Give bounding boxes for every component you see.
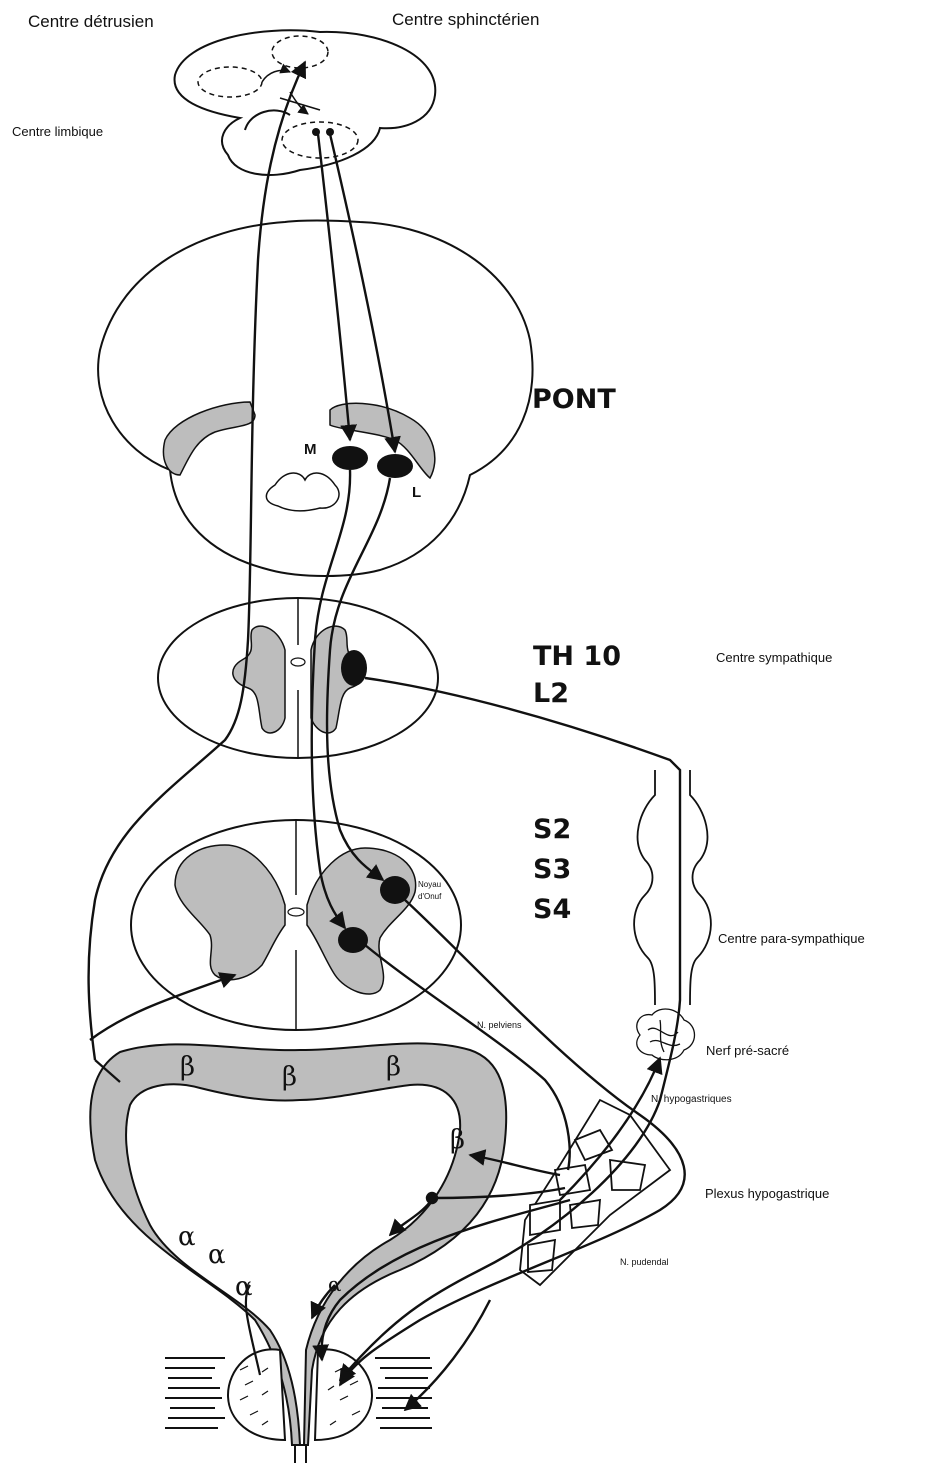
sympathetic-nucleus <box>341 650 367 686</box>
label-n-pelviens: N. pelviens <box>477 1020 522 1030</box>
pudendal-to-floor <box>405 1300 490 1410</box>
alpha-receptor-2: α <box>208 1240 226 1270</box>
spinal-section-th10 <box>158 598 438 758</box>
sympathetic-chain <box>634 770 711 1005</box>
pons-section <box>98 221 532 577</box>
beta-receptor-2: β <box>282 1062 297 1092</box>
bladder <box>90 1043 506 1445</box>
label-th10: TH 10 <box>533 641 621 672</box>
beta-receptor-4: β <box>450 1125 465 1155</box>
pelvic-ganglion <box>427 1193 437 1203</box>
label-centre-parasympathique: Centre para-sympathique <box>718 931 865 946</box>
label-pont: PONT <box>532 384 616 415</box>
label-centre-limbique: Centre limbique <box>12 124 103 139</box>
sacral-central-canal <box>288 908 304 916</box>
chain-left-border <box>634 770 655 1005</box>
label-noyau-onuf-line1: Noyau <box>418 880 441 889</box>
brain <box>175 30 436 175</box>
label-n-pudendal: N. pudendal <box>620 1257 669 1267</box>
urethra <box>295 1445 306 1463</box>
alpha-receptor-1: α <box>178 1222 196 1252</box>
beta-receptor-3: β <box>386 1052 401 1082</box>
label-noyau-onuf-line2: d'Onuf <box>418 892 441 901</box>
pontine-nucleus-m <box>332 446 368 470</box>
label-centre-sphincterien: Centre sphinctérien <box>392 10 539 30</box>
chain-right-border <box>690 770 711 1005</box>
label-s2: S2 <box>533 814 571 845</box>
pontine-nucleus-l <box>377 454 413 478</box>
th10-central-canal <box>291 658 305 666</box>
pelvic-floor-left <box>165 1358 225 1428</box>
pons-outline <box>98 221 532 577</box>
label-s4: S4 <box>533 894 571 925</box>
beta-receptor-1: β <box>180 1052 195 1082</box>
label-nucleus-l: L <box>412 484 421 501</box>
label-plexus-hypogastrique: Plexus hypogastrique <box>705 1186 829 1201</box>
alpha-receptor-4: α <box>328 1272 342 1296</box>
label-nucleus-m: M <box>304 441 317 458</box>
alpha-receptor-3: α <box>235 1272 253 1302</box>
presacral-nerve-plexus <box>637 1009 695 1060</box>
label-l2: L2 <box>533 678 569 709</box>
spinal-section-sacral <box>131 820 461 1030</box>
label-s3: S3 <box>533 854 571 885</box>
brain-outline <box>175 30 436 175</box>
label-centre-detrusien: Centre détrusien <box>28 12 154 32</box>
label-nerf-presacre: Nerf pré-sacré <box>706 1043 789 1058</box>
label-centre-sympathique: Centre sympathique <box>716 650 832 665</box>
parasympathetic-nucleus <box>338 927 368 953</box>
label-n-hypogastriques: N. hypogastriques <box>651 1094 732 1105</box>
